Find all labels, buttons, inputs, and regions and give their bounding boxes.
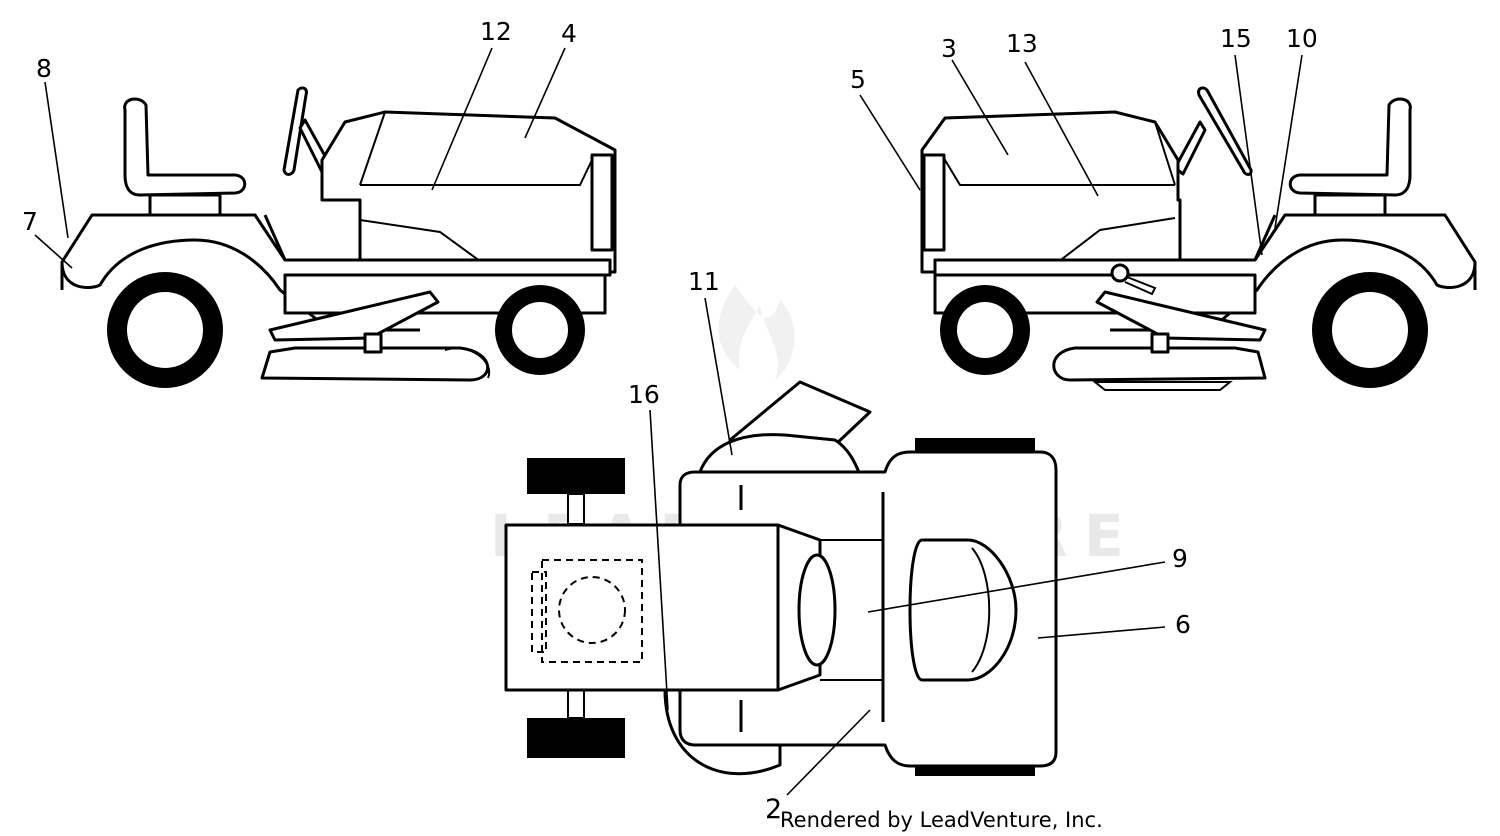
callout-7: 7 bbox=[22, 207, 38, 236]
callout-12: 12 bbox=[480, 17, 512, 46]
callout-8: 8 bbox=[36, 54, 52, 83]
leader-lines bbox=[34, 47, 1303, 796]
callout-13: 13 bbox=[1006, 29, 1038, 58]
callout-4: 4 bbox=[561, 19, 577, 48]
credit-callout-2: 2 bbox=[765, 794, 782, 825]
left-side-view bbox=[60, 86, 617, 388]
callout-5: 5 bbox=[850, 65, 866, 94]
callout-9: 9 bbox=[1172, 544, 1188, 573]
callout-6: 6 bbox=[1175, 610, 1191, 639]
right-side-view bbox=[920, 86, 1477, 391]
callout-15: 15 bbox=[1220, 24, 1252, 53]
callout-16: 16 bbox=[628, 380, 660, 409]
credit-text: Rendered by LeadVenture, Inc. bbox=[780, 808, 1103, 832]
watermark-flame-icon bbox=[718, 285, 795, 380]
callout-labels: 12 4 8 7 5 3 13 15 10 11 16 9 6 bbox=[22, 17, 1318, 639]
top-view bbox=[504, 380, 1058, 776]
callout-11: 11 bbox=[688, 267, 720, 296]
callout-3: 3 bbox=[941, 34, 957, 63]
callout-10: 10 bbox=[1286, 24, 1318, 53]
